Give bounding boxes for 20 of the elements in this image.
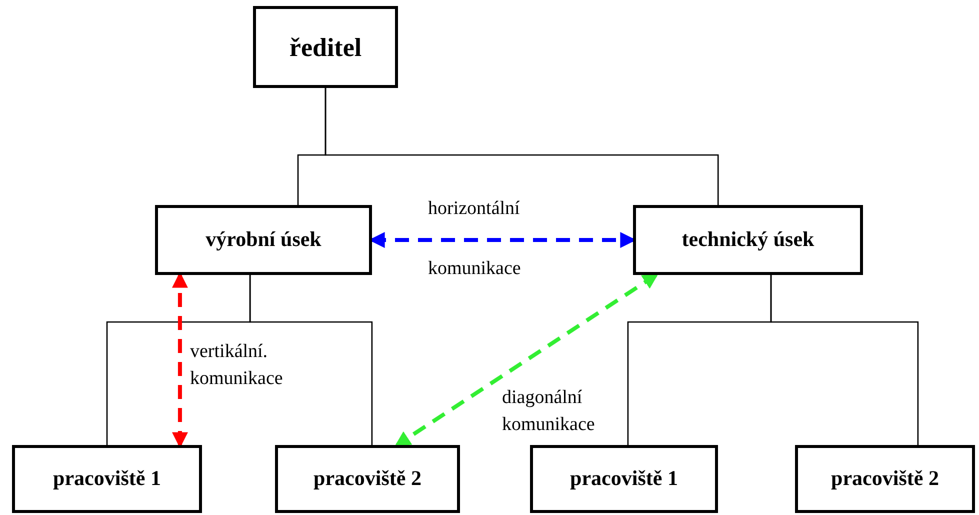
- connector-line: [249, 275, 373, 445]
- box-title: technický úsek: [682, 226, 814, 254]
- connector-line: [770, 275, 919, 445]
- org-box: [155, 205, 372, 275]
- org-box: [12, 445, 202, 513]
- note-text: komunikace: [428, 257, 521, 281]
- box-title: pracoviště 2: [831, 465, 939, 492]
- org-box: [633, 205, 863, 275]
- note-text: horizontální: [428, 197, 520, 221]
- connector-line: [324, 88, 719, 205]
- box-title: pracoviště 1: [570, 465, 678, 492]
- box-title: pracoviště 1: [53, 465, 161, 492]
- box-title: pracoviště 2: [314, 465, 422, 492]
- box-title: ředitel: [289, 32, 362, 64]
- org-box: [795, 445, 975, 513]
- box-title: výrobní úsek: [206, 226, 322, 254]
- org-box: [530, 445, 718, 513]
- org-box: [253, 6, 398, 88]
- dashed-double-arrow: [394, 273, 659, 447]
- org-box: [275, 445, 460, 513]
